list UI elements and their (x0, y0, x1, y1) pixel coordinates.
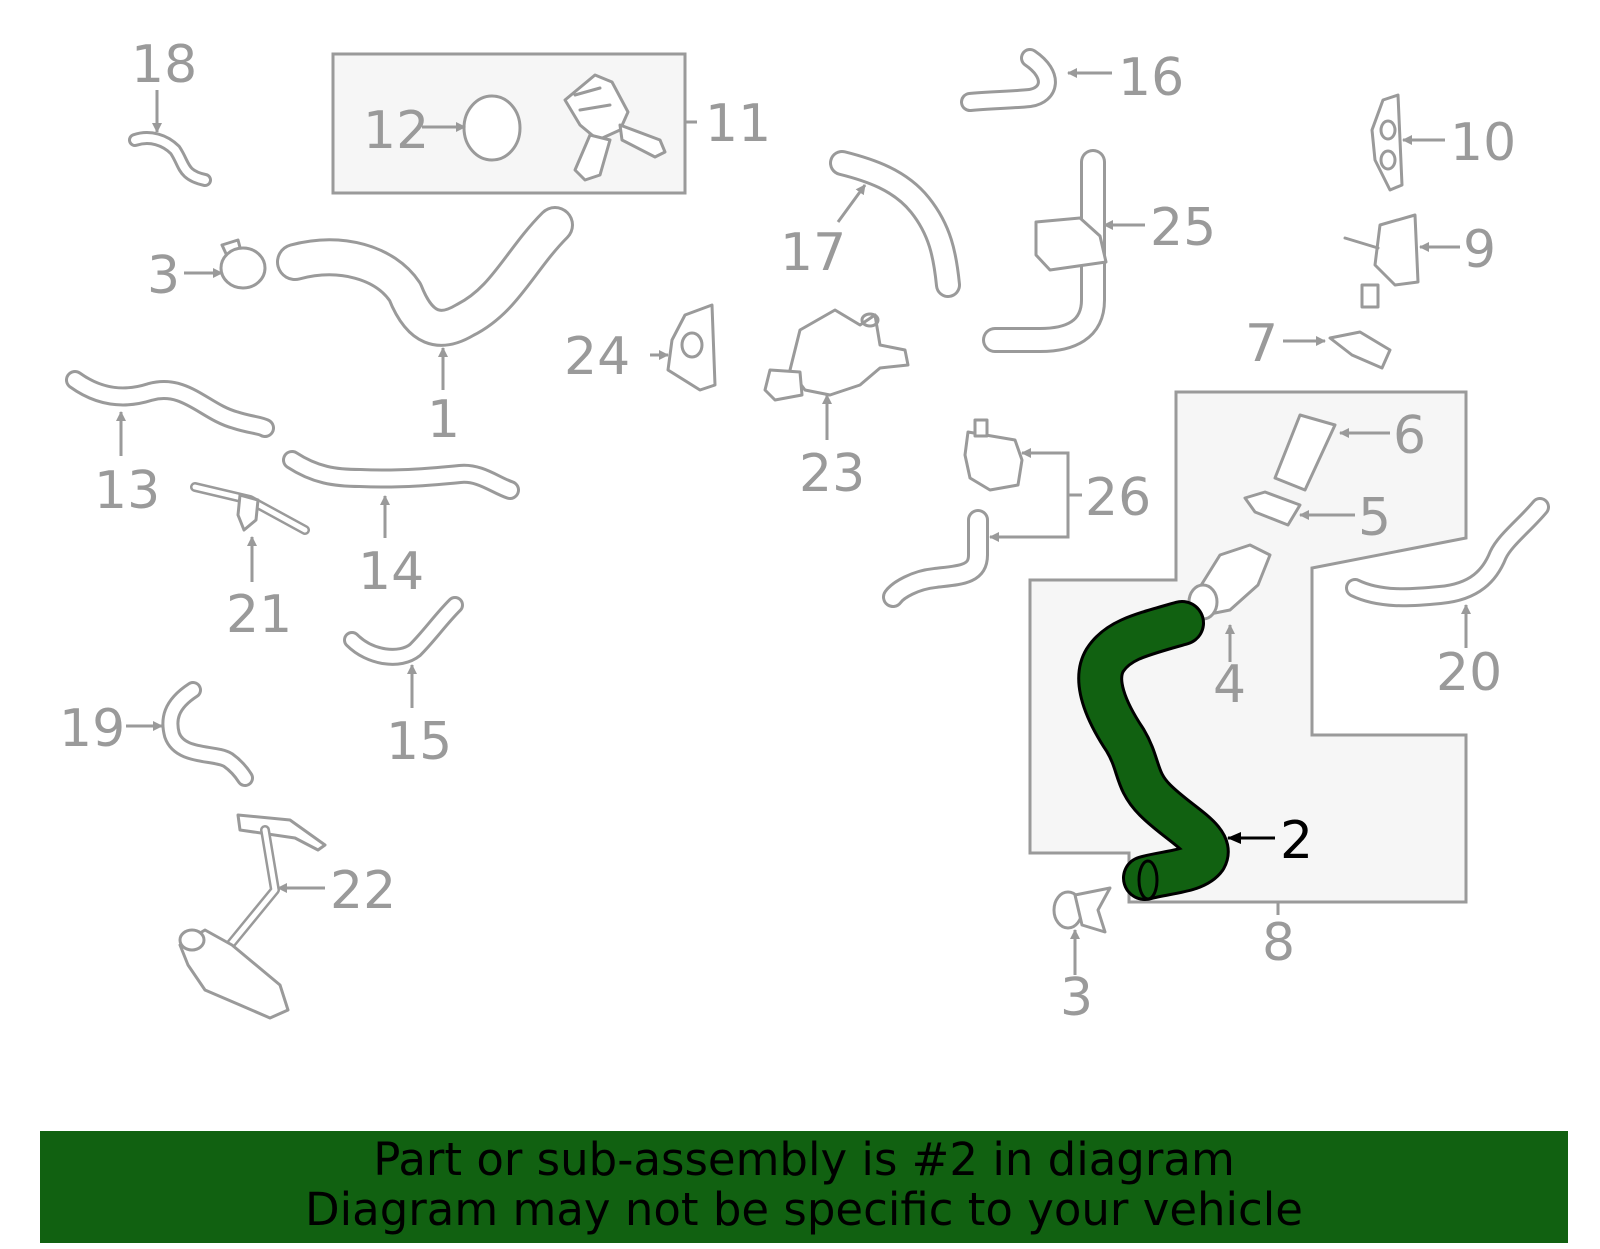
part-23-housing[interactable] (763, 308, 910, 402)
part-3-clamp-right[interactable] (1052, 886, 1112, 934)
callout-19: 19 (59, 699, 125, 759)
callout-9: 9 (1463, 220, 1496, 280)
part-18-hose[interactable] (128, 131, 212, 187)
callout-7: 7 (1245, 314, 1278, 374)
callout-3-right: 3 (1060, 968, 1093, 1028)
part-3-clamp-left[interactable] (219, 238, 267, 290)
callout-14: 14 (358, 542, 424, 602)
callout-3-left: 3 (147, 246, 180, 306)
part-10-gasket[interactable] (1370, 93, 1404, 192)
part-26-valve[interactable] (963, 418, 1024, 492)
part-17-hose[interactable] (829, 150, 961, 298)
callout-8: 8 (1262, 913, 1295, 973)
banner-line-1: Part or sub-assembly is #2 in diagram (373, 1133, 1235, 1186)
part-13-hose[interactable] (65, 370, 275, 438)
part-7-clip[interactable] (1328, 330, 1392, 370)
callout-11: 11 (705, 94, 771, 154)
callout-10: 10 (1450, 113, 1516, 173)
callout-1: 1 (427, 390, 460, 450)
part-22-pipe[interactable] (178, 813, 327, 1020)
callout-12: 12 (363, 101, 429, 161)
callout-25: 25 (1150, 198, 1216, 258)
callout-17: 17 (780, 223, 846, 283)
callout-5: 5 (1358, 488, 1391, 548)
callout-6: 6 (1393, 406, 1426, 466)
part-9-valve[interactable] (1343, 213, 1420, 309)
callout-22: 22 (330, 861, 396, 921)
part-25-pipe[interactable] (982, 149, 1108, 353)
part-11-housing[interactable] (563, 73, 667, 182)
callout-2: 2 (1280, 811, 1313, 871)
callout-4: 4 (1213, 655, 1246, 715)
part-21-pipe[interactable] (190, 482, 310, 535)
callout-16: 16 (1118, 48, 1184, 108)
part-26-hose[interactable] (882, 509, 989, 608)
leader-lines (116, 68, 1471, 975)
callout-15: 15 (386, 712, 452, 772)
callout-18: 18 (131, 35, 197, 95)
part-20-hose[interactable] (1345, 497, 1550, 608)
part-1-hose[interactable] (276, 206, 574, 347)
callout-26: 26 (1085, 468, 1151, 528)
callout-labels: 18 12 11 3 1 13 14 21 15 19 22 24 23 17 … (59, 35, 1516, 1028)
part-12-oring[interactable] (462, 94, 522, 162)
part-5-bracket[interactable] (1243, 490, 1302, 527)
callout-13: 13 (94, 461, 160, 521)
banner-line-2: Diagram may not be specific to your vehi… (305, 1183, 1303, 1236)
callout-21: 21 (226, 585, 292, 645)
callout-24: 24 (564, 327, 630, 387)
part-14-hose[interactable] (282, 450, 520, 500)
part-16-hose[interactable] (960, 48, 1057, 112)
part-19-hose[interactable] (161, 681, 254, 787)
part-15-hose[interactable] (343, 596, 464, 666)
info-banner: Part or sub-assembly is #2 in diagram Di… (40, 1131, 1568, 1243)
part-6-hose[interactable] (1273, 413, 1337, 492)
callout-20: 20 (1436, 643, 1502, 703)
callout-23: 23 (799, 444, 865, 504)
part-24-gasket[interactable] (666, 303, 717, 392)
part-2-hose-highlighted[interactable] (1077, 600, 1230, 901)
